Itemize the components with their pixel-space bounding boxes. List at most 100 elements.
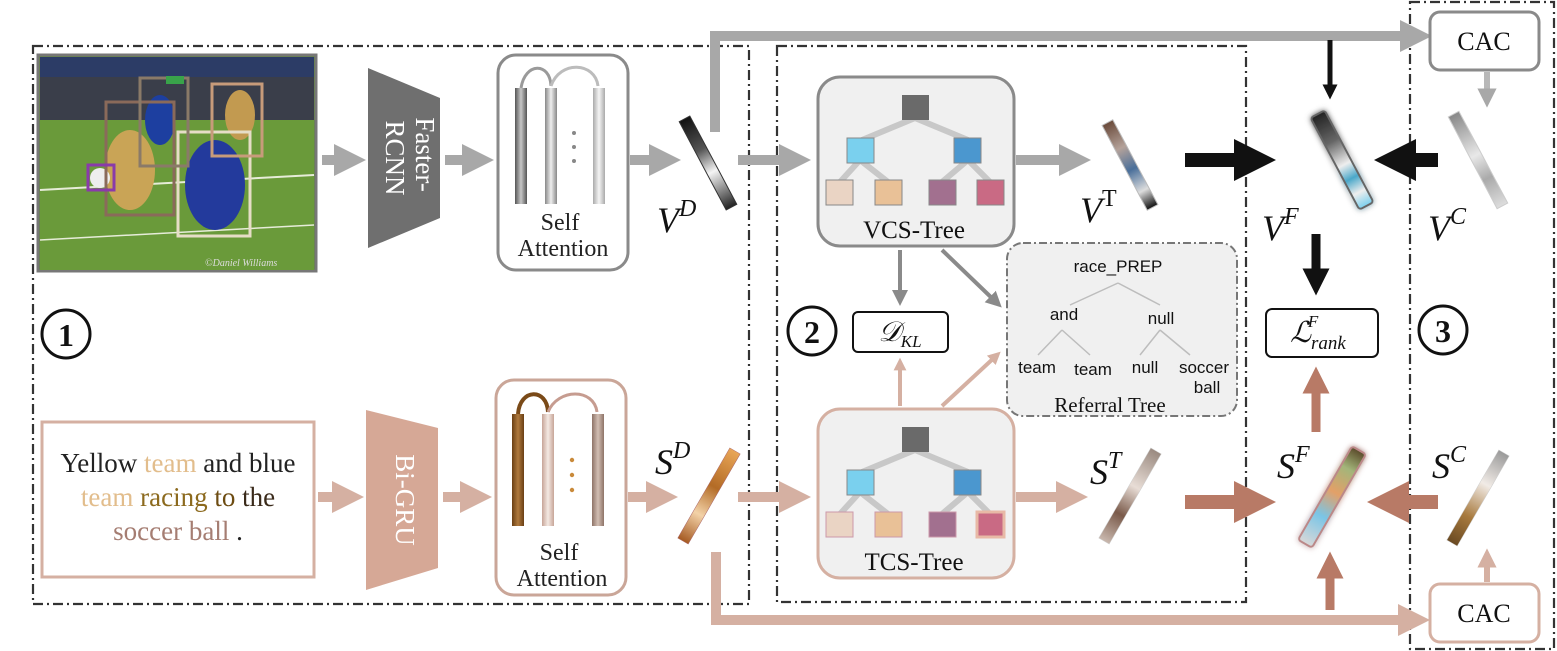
feature-bar-vf <box>1310 110 1374 210</box>
feature-bar-sc <box>1446 449 1510 547</box>
caption-word: team <box>80 482 134 512</box>
vcs-node-blue <box>953 137 982 164</box>
label-sd-sup: D <box>672 438 690 464</box>
label-vt: VT <box>1080 186 1117 230</box>
label-vc-sup: C <box>1450 204 1467 230</box>
tcs-node-light-blue <box>846 469 875 496</box>
input-image: ©Daniel Williams <box>36 53 318 273</box>
cac-top-label: CAC <box>1457 27 1510 56</box>
referral-mid-right: null <box>1148 309 1174 328</box>
vcs-tree-label: VCS-Tree <box>863 217 965 244</box>
circled-number-3: 3 <box>1417 304 1469 356</box>
dkl-box: 𝒟KL <box>852 311 949 353</box>
label-sd: SD <box>655 438 690 482</box>
vcs-node-purple <box>928 179 957 206</box>
caption-word: Yellow <box>60 448 138 478</box>
self-attention-text-label-line: Attention <box>517 566 608 592</box>
caption-word: the <box>242 482 276 512</box>
black-arrows <box>1185 40 1438 296</box>
vcs-node-root <box>902 95 929 120</box>
feature-bar-st <box>1098 447 1162 545</box>
vcs-node-beige <box>825 179 854 206</box>
vcs-node-pink <box>976 179 1005 206</box>
caption-word: . <box>236 516 243 546</box>
label-st-sup: T <box>1108 448 1123 474</box>
caption-text: Yellow team and blue team racing to the … <box>46 446 310 548</box>
text-arrows <box>318 480 1431 637</box>
region-2-frame <box>775 44 1248 604</box>
referral-leaf-2: team <box>1074 360 1112 379</box>
rank-loss-superscript: F <box>1307 312 1319 331</box>
feature-bar-sd <box>677 447 741 545</box>
vcs-node-light-blue <box>846 137 875 164</box>
label-sc-sup: C <box>1450 442 1467 468</box>
self-attention-text-label-line: Self <box>540 540 579 566</box>
tcs-node-peach <box>874 511 903 538</box>
caption-word: and <box>203 448 243 478</box>
tcs-node-beige <box>825 511 854 538</box>
referral-root: race_PREP <box>1074 257 1163 276</box>
cac-bottom-label: CAC <box>1457 599 1510 628</box>
circled-number-1: 1 <box>40 308 92 360</box>
feature-bar-vd <box>678 115 738 211</box>
feature-bar-vt <box>1101 119 1159 211</box>
visual-arrows <box>322 19 1433 177</box>
referral-mid-left: and <box>1050 305 1078 324</box>
referral-leaf-3: null <box>1132 358 1158 377</box>
label-vf: VF <box>1262 204 1299 248</box>
arrow-vcs-to-referral <box>940 248 1002 308</box>
tcs-node-purple <box>928 511 957 538</box>
referral-leaf-1: team <box>1018 358 1056 377</box>
circled-number-3-text: 3 <box>1435 313 1451 349</box>
tcs-node-pink <box>975 510 1006 539</box>
vcs-tree: VCS-Tree <box>816 75 1016 248</box>
self-attention-text-label: Self Attention <box>517 540 608 592</box>
dkl-subscript: KL <box>900 332 922 351</box>
faster-rcnn-label-part: RCNN <box>380 120 410 195</box>
self-attention-text: Self Attention <box>494 378 628 597</box>
label-vf-sup: F <box>1283 204 1299 230</box>
caption-word: racing <box>140 482 208 512</box>
cac-bottom-box: CAC <box>1428 582 1541 644</box>
arrow-tcs-to-referral <box>940 351 1001 408</box>
label-st: ST <box>1090 448 1123 492</box>
self-attention-visual-label: Self Attention <box>518 210 609 262</box>
label-vc: VC <box>1428 204 1467 248</box>
vcs-node-peach <box>874 179 903 206</box>
tcs-node-blue <box>953 469 982 496</box>
caption-word: ball <box>188 516 230 546</box>
region-3-frame <box>1408 0 1556 651</box>
caption-word: team <box>144 448 197 478</box>
region-1-frame <box>31 44 751 606</box>
faster-rcnn-label: Faster- RCNN <box>380 117 440 198</box>
tcs-node-root <box>902 427 929 452</box>
label-vd: VD <box>657 196 696 240</box>
self-attention-visual-label-line: Attention <box>518 236 609 262</box>
circled-number-1-text: 1 <box>58 317 74 353</box>
feature-bar-vc <box>1447 110 1509 210</box>
circled-number-2-text: 2 <box>804 314 820 350</box>
bi-gru-module: Bi-GRU <box>366 410 438 590</box>
caption-word: soccer <box>113 516 183 546</box>
referral-tree-title: Referral Tree <box>1054 393 1165 417</box>
caption-word: blue <box>249 448 296 478</box>
photo-watermark: ©Daniel Williams <box>205 258 277 269</box>
caption-box <box>40 420 316 579</box>
faster-rcnn-module: Faster- RCNN <box>368 68 440 248</box>
circled-number-2: 2 <box>786 305 838 357</box>
label-sf-sup: F <box>1294 442 1310 468</box>
label-sf: SF <box>1277 442 1310 486</box>
referral-leaf-4b: ball <box>1194 378 1220 397</box>
caption-word: to <box>214 482 236 512</box>
rank-loss-box: ℒrankF <box>1265 308 1379 358</box>
label-sc: SC <box>1432 442 1467 486</box>
referral-tree: race_PREP and null team team null soccer… <box>1006 242 1238 417</box>
label-vt-sup: T <box>1102 186 1117 212</box>
faster-rcnn-label-part: Faster- <box>410 117 440 191</box>
fusion-arrows <box>1185 366 1438 610</box>
label-vd-sup: D <box>678 196 696 222</box>
self-attention-visual-label-line: Self <box>541 210 580 236</box>
referral-leaf-4: soccer <box>1179 358 1229 377</box>
rank-loss-subscript: rank <box>1311 333 1346 354</box>
